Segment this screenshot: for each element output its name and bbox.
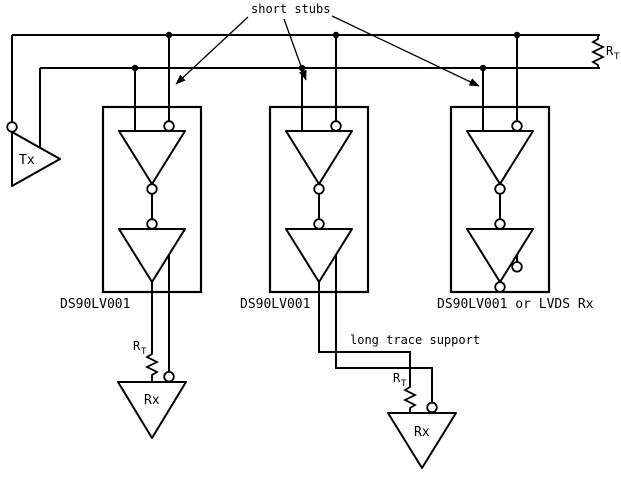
resistor-label-subscript: T <box>141 347 147 357</box>
inversion-bubble <box>511 120 523 132</box>
buffer-triangle-top <box>118 130 186 185</box>
buffer-triangle-top <box>285 130 353 185</box>
inversion-bubble <box>146 218 158 230</box>
resistor-zigzag <box>144 352 160 382</box>
inversion-bubble <box>6 121 18 133</box>
inversion-bubble <box>313 218 325 230</box>
bus-lines <box>12 34 600 69</box>
junction-dot <box>332 31 340 39</box>
inversion-bubble <box>426 401 438 414</box>
device-label: DS90LV001 <box>240 297 310 312</box>
device-label: DS90LV001 or LVDS Rx <box>437 297 594 312</box>
inversion-bubble <box>313 183 325 195</box>
junction-dots <box>131 31 521 72</box>
annotation-arrow-2 <box>283 18 307 81</box>
tx-triangle <box>11 131 61 187</box>
rx-triangle <box>117 381 187 439</box>
inversion-bubble <box>494 183 506 195</box>
inversion-bubble <box>146 183 158 195</box>
short-stubs-annotation: short stubs <box>175 2 480 87</box>
device-label: DS90LV001 <box>60 297 130 312</box>
rx-label: Rx <box>414 425 430 440</box>
junction-dot <box>513 31 521 39</box>
termination-resistor-right: R T <box>590 35 620 68</box>
device-box-2: DS90LV001 <box>240 35 370 312</box>
annotation-arrow-3 <box>331 15 480 87</box>
buffer-triangle-bottom <box>466 228 534 283</box>
resistor-zigzag <box>590 35 606 68</box>
device-box-1: DS90LV001 <box>60 35 203 312</box>
rx-receiver-1: Rx <box>117 381 187 439</box>
buffer-triangle-bottom <box>118 228 186 283</box>
short-stubs-label: short stubs <box>251 2 330 16</box>
rx-label: Rx <box>144 393 160 408</box>
resistor-label-subscript: T <box>614 52 620 62</box>
junction-dot <box>131 64 139 72</box>
rx-triangle <box>387 412 457 469</box>
junction-dot <box>479 64 487 72</box>
tx-driver: Tx <box>6 35 61 187</box>
inversion-bubble <box>494 218 506 230</box>
inversion-bubble <box>494 281 506 293</box>
rx-receiver-2: Rx <box>387 412 457 469</box>
resistor-label: R <box>393 371 401 385</box>
output-wire-right <box>335 254 433 403</box>
inversion-bubble <box>163 120 175 132</box>
device-box-3: DS90LV001 or LVDS Rx <box>437 35 594 312</box>
buffer-triangle-top <box>466 130 534 185</box>
long-trace-label: long trace support <box>350 333 480 347</box>
resistor-label: R <box>133 339 141 353</box>
inversion-bubble <box>330 120 342 132</box>
junction-dot <box>165 31 173 39</box>
annotation-arrow-1 <box>175 16 249 85</box>
resistor-label-subscript: T <box>401 379 407 389</box>
tx-label: Tx <box>19 153 35 168</box>
buffer-triangle-bottom <box>285 228 353 283</box>
device-1-output-wires: R T <box>133 254 175 383</box>
inversion-bubble <box>163 371 175 383</box>
device-2-output-wires: long trace support R T <box>318 254 480 414</box>
inversion-bubble <box>511 261 523 273</box>
resistor-zigzag <box>402 385 418 413</box>
resistor-label: R <box>606 44 614 58</box>
